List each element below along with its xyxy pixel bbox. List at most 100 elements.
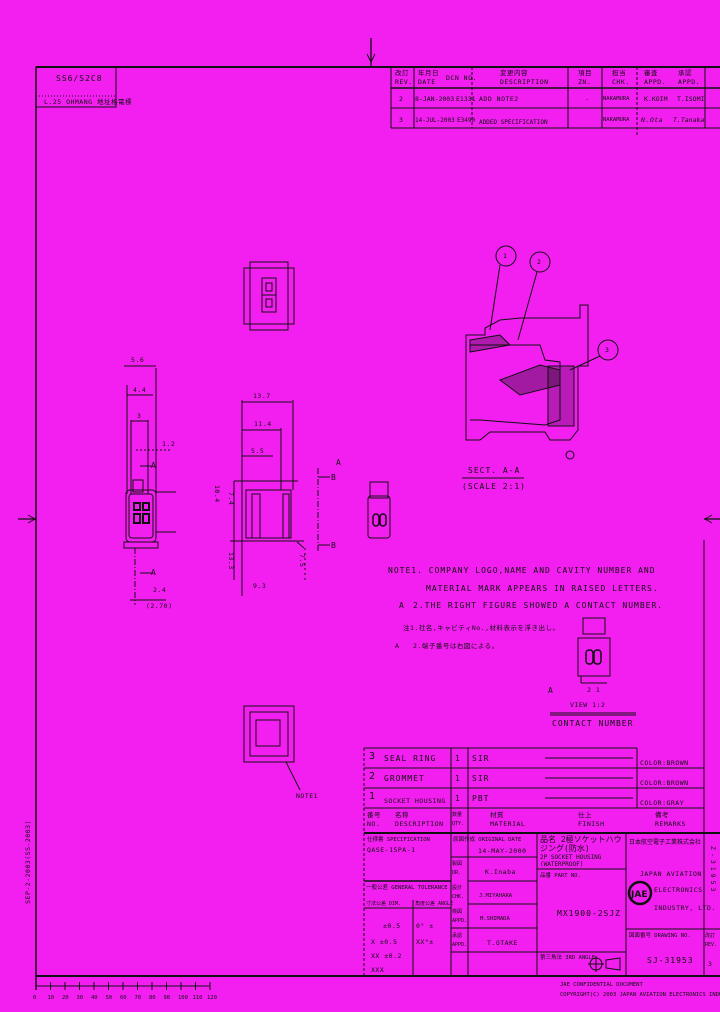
ruler-label: 60: [120, 995, 127, 1001]
title-jp: 品名 2極ソケットハウジング(防水): [540, 835, 622, 853]
sheet-label: 改訂 REV.: [705, 933, 718, 948]
balloon-1: 1: [503, 252, 508, 260]
dim-side-small: 5.5: [251, 447, 265, 455]
tolerance-value: XX ±0.2: [371, 952, 402, 960]
dim-front-total: 5.6: [131, 356, 145, 364]
top-view-housing: [243, 261, 295, 331]
bottom-view-housing: [243, 705, 301, 791]
role-name: M.SHIMADA: [480, 916, 510, 922]
footer-line-2: COPYRIGHT(C) 2003 JAPAN AVIATION ELECTRO…: [560, 992, 720, 998]
angle-tolerance-value: 0° ±: [416, 922, 434, 930]
rev-number: 3: [399, 116, 404, 124]
ruler-label: 50: [105, 995, 113, 1001]
dim-side-bottom: 9.3: [253, 582, 267, 590]
part-qty: 1: [455, 794, 461, 803]
section-mark-b-bottom: B: [331, 541, 337, 550]
title-block-grid: [364, 833, 720, 976]
contact-number-view: [550, 617, 636, 716]
centering-marks: [18, 38, 720, 524]
rev-dcn: E3490: [457, 117, 476, 124]
role-label: 設計 CHK.: [452, 885, 465, 900]
part-description: SOCKET HOUSING: [384, 797, 446, 805]
section-mark-a-top: A: [151, 461, 157, 470]
part-description: SEAL RING: [384, 754, 437, 763]
role-label: 承認 APPD.: [452, 933, 468, 948]
part-qty: 1: [455, 774, 461, 783]
section-mark-b-top: B: [331, 473, 337, 482]
note-2: 2.THE RIGHT FIGURE SHOWED A CONTACT NUMB…: [413, 601, 664, 610]
part-no-label: 品番 PART NO.: [540, 873, 581, 879]
dim-side-height-3: 13.3: [227, 552, 235, 570]
rev-appd1: N.Ota: [641, 116, 664, 124]
role-label: 検図 APPD.: [452, 909, 468, 924]
sheet-value: 3: [708, 960, 713, 968]
rev-description: ADDED SPECIFICATION: [479, 119, 548, 126]
original-date-label: 原図作成 ORIGINAL DATE: [453, 837, 522, 843]
part-remarks: COLOR:BROWN: [640, 759, 689, 767]
contact-view-scale: VIEW 1:2: [570, 701, 606, 709]
company-en-3: INDUSTRY, LTD.: [654, 904, 716, 912]
small-front-view: [367, 481, 391, 539]
contact-view-marker: A: [548, 686, 554, 695]
note-jp-1: 注1.社名,キャビティNo.,材料表示を浮き出し。: [403, 624, 560, 632]
company-en-1: JAPAN AVIATION: [640, 870, 702, 878]
side-view: [230, 400, 330, 596]
ruler-label: 0: [33, 995, 37, 1001]
part-description: GROMMET: [384, 774, 425, 783]
role-name: K.Inaba: [485, 868, 516, 876]
dim-side-height-4: 7.5: [298, 554, 306, 568]
dim-front-bottom: (2.70): [146, 602, 173, 610]
part-no: 2: [369, 771, 378, 782]
title-en: 2P SOCKET HOUSING (WATERPROOF): [540, 854, 602, 868]
ruler-label: 20: [62, 995, 69, 1001]
dim-side-mid: 11.4: [254, 420, 272, 428]
tolerance-value: XXX: [371, 966, 385, 974]
role-label: 製図 DR.: [452, 861, 463, 876]
front-view: [123, 365, 176, 605]
note-1-line-1: NOTE1. COMPANY LOGO,NAME AND CAVITY NUMB…: [388, 566, 656, 575]
note-1-line-2: MATERIAL MARK APPEARS IN RAISED LETTERS.: [426, 584, 659, 593]
balloon-2: 2: [537, 258, 542, 266]
section-scale: (SCALE 2:1): [462, 482, 526, 491]
dim-front-bottom2: 2.4: [153, 586, 167, 594]
ruler-label: 70: [134, 995, 142, 1001]
company-en-2: ELECTRONICS: [654, 886, 703, 894]
role-name: T.OTAKE: [487, 939, 518, 947]
rev-chk: NAKAMURA: [603, 96, 630, 102]
parts-list-grid: [363, 747, 720, 976]
ruler-label: 40: [91, 995, 98, 1001]
role-name: J.MIYAHARA: [479, 893, 513, 899]
ruler-label: 10: [47, 995, 55, 1001]
part-no: 1: [369, 791, 378, 802]
part-remarks: COLOR:BROWN: [640, 779, 689, 787]
angle-tolerance-label: 角度公差 ANGLE: [415, 901, 454, 907]
rev-description: ADD NOTE2: [479, 95, 519, 103]
section-view: [462, 245, 619, 479]
section-mark-a-side: A: [336, 458, 342, 467]
rev-appd2: T.ISOMI: [677, 95, 705, 103]
rev-date: 8-JAN-2003: [415, 95, 455, 103]
dim-side-height-1: 10.4: [213, 485, 221, 503]
spec-label: 仕様書 SPECIFICATION: [367, 837, 430, 843]
drawing-no-label: 図面番号 DRAWING NO.: [629, 933, 691, 939]
contact-view-title: CONTACT NUMBER: [552, 719, 634, 728]
part-number: MX1900-2SJZ: [557, 909, 621, 918]
right-strip: Z-31953: [709, 846, 717, 895]
tolerance-value: ±0.5: [383, 922, 401, 930]
rev-appd1: K.KOIM: [644, 95, 668, 103]
ruler-label: 100: [178, 995, 188, 1001]
drawing-number: SJ-31953: [647, 956, 694, 965]
tolerance-value: X ±0.5: [371, 938, 398, 946]
spec-value: QASE-15PA-1: [367, 846, 416, 854]
rev-dcn: E1331: [456, 95, 476, 103]
